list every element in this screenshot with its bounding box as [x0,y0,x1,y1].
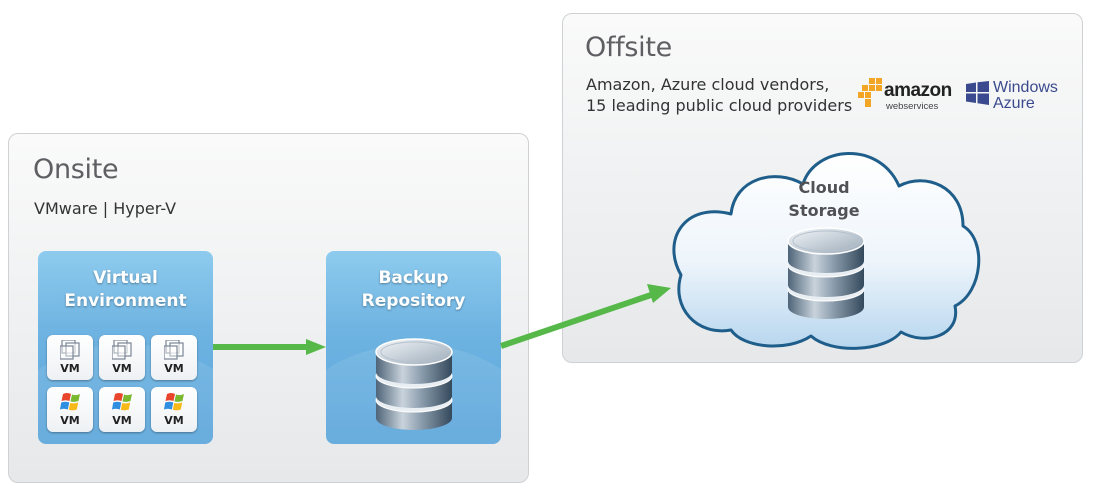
windows-azure-logo: Windows Azure [966,80,1076,116]
title-line1: Virtual [93,268,158,288]
windows-icon [60,393,80,411]
vm-tile-vmware[interactable]: VM [47,335,93,380]
vm-tile-vmware[interactable]: VM [151,335,197,380]
vm-tile-windows[interactable]: VM [47,387,93,432]
title-line1: Backup [378,268,449,288]
title-line2: Repository [361,291,466,311]
database-icon [375,338,453,431]
onsite-title: Onsite [33,154,119,185]
vmware-icon [112,340,132,360]
azure-line1: Windows [993,79,1058,96]
vm-label: VM [164,414,184,427]
windows-azure-text: Windows Azure [993,80,1058,112]
vm-tile-vmware[interactable]: VM [99,335,145,380]
amazon-webservices-text: webservices [886,101,939,112]
onsite-subtitle: VMware | Hyper-V [34,199,177,218]
virtual-environment-title: Virtual Environment [38,267,213,313]
amazon-wordmark: amazon [884,80,952,101]
windows-icon [112,393,132,411]
offsite-title: Offsite [585,32,672,63]
title-line2: Storage [788,201,860,220]
offsite-subtitle-line2: 15 leading public cloud providers [586,96,853,115]
backup-repository-title: Backup Repository [326,267,501,313]
vm-label: VM [60,414,80,427]
arrow-virtual-to-backup [213,339,326,355]
vm-label: VM [112,414,132,427]
cloud-storage-title: Cloud Storage [764,176,884,222]
vm-label: VM [164,362,184,375]
vmware-icon [60,340,80,360]
offsite-subtitle-line1: Amazon, Azure cloud vendors, [586,75,830,94]
windows-flag-icon [966,81,989,105]
offsite-subtitle: Amazon, Azure cloud vendors, 15 leading … [586,74,852,116]
amazon-web-services-logo: amazon webservices [858,78,958,116]
vm-tile-windows[interactable]: VM [151,387,197,432]
virtual-environment-box: Virtual Environment VM VM VM VM VM VM [38,251,213,444]
windows-icon [164,393,184,411]
vm-grid: VM VM VM VM VM VM [47,335,197,432]
amazon-boxes-icon [858,78,882,107]
title-line1: Cloud [798,178,850,197]
vm-tile-windows[interactable]: VM [99,387,145,432]
vmware-icon [164,340,184,360]
azure-line2: Azure [993,95,1035,112]
arrow-backup-to-cloud [500,284,671,349]
vm-label: VM [112,362,132,375]
cloud-database-icon [787,227,865,320]
vm-label: VM [60,362,80,375]
backup-repository-box: Backup Repository [326,251,501,444]
title-line2: Environment [64,291,187,311]
